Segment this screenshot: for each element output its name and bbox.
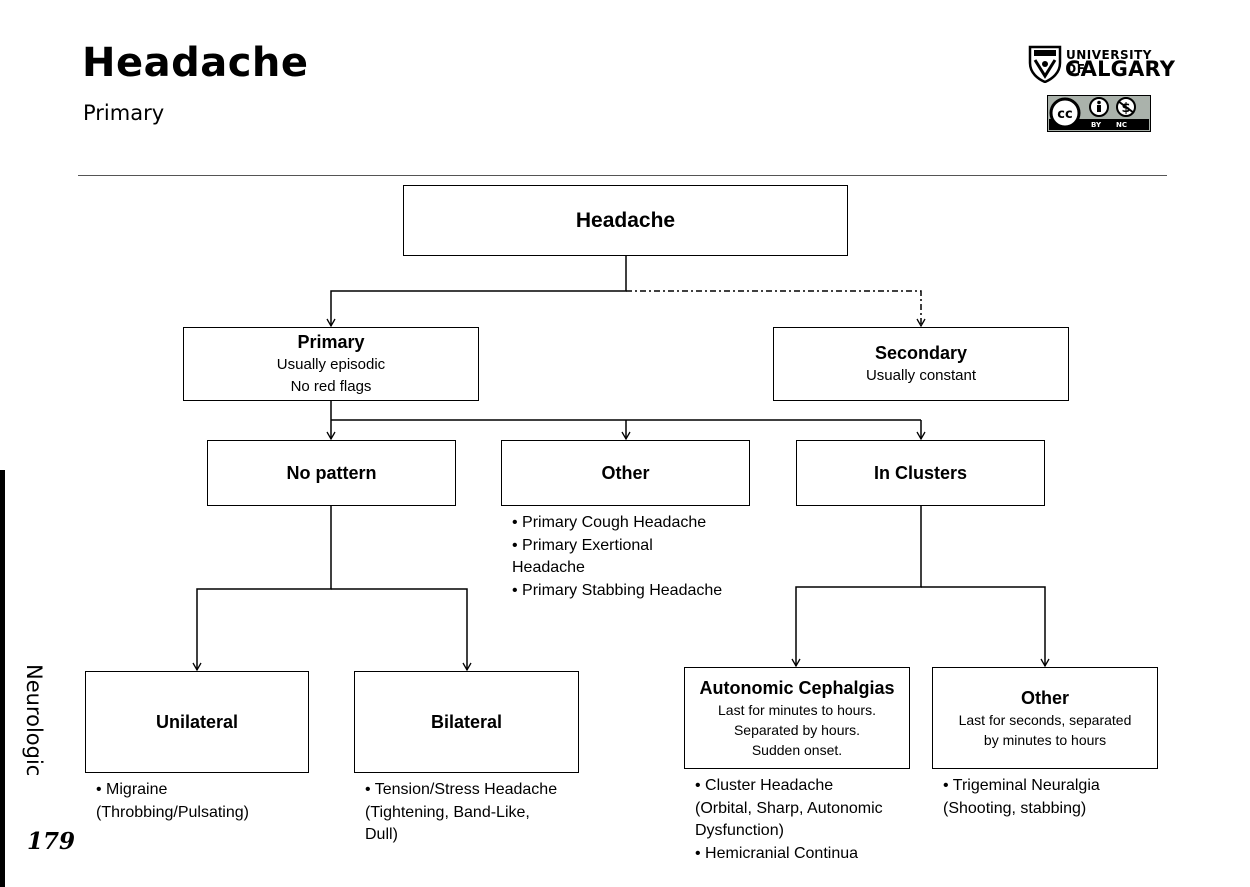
node-headache: Headache [403,185,848,256]
logo-text-line1: UNIVERSITY OF [1066,48,1152,76]
list-item: • Primary Exertional [512,536,653,554]
node-bilateral: Bilateral [354,671,579,773]
list-item: • Tension/Stress Headache [365,781,558,798]
list-item: (Shooting, stabbing) [943,799,1087,817]
license-nc-label: NC [1116,121,1128,129]
node-headache-title: Headache [575,208,676,232]
header-divider [78,175,1167,176]
cc-license-badge: cc $ [1047,95,1151,132]
list-item: • Primary Stabbing Headache [512,581,723,599]
edge-clusters-other [921,586,1050,668]
node-unilateral-title: Unilateral [155,712,239,732]
autonomic-list: • Cluster Headache (Orbital, Sharp, Auto… [695,775,920,865]
list-item: • Migraine [96,781,168,798]
edge-clusters-autonomic [791,506,922,668]
list-item: (Orbital, Sharp, Autonomic [695,799,883,817]
list-item: Dull) [365,826,398,843]
sidebar-accent-bar [0,470,5,887]
node-secondary-title: Secondary [874,343,968,363]
node-other-right: Other Last for seconds, separated by min… [932,667,1158,769]
node-primary: Primary Usually episodic No red flags [183,327,479,401]
page-subtitle: Primary [83,101,165,125]
node-secondary: Secondary Usually constant [773,327,1069,401]
node-in-clusters-title: In Clusters [873,463,968,483]
node-autonomic-line: Sudden onset. [751,742,843,758]
other-mid-list: • Primary Cough Headache • Primary Exert… [512,512,752,602]
node-autonomic-line: Last for minutes to hours. [718,702,876,718]
node-primary-line: No red flags [290,378,372,395]
node-autonomic-cephalgias: Autonomic Cephalgias Last for minutes to… [684,667,910,769]
node-autonomic-line: Separated by hours. [733,722,861,738]
node-autonomic-title: Autonomic Cephalgias [699,678,895,698]
list-item: (Throbbing/Pulsating) [96,803,249,821]
list-item: • Hemicranial Continua [695,844,859,862]
unilateral-list: • Migraine (Throbbing/Pulsating) [96,779,316,824]
edge-nopattern-bilateral [331,588,472,672]
list-item: Headache [512,559,585,576]
logo-text-line2: CALGARY [1065,57,1176,81]
list-item: • Primary Cough Headache [512,514,707,531]
node-unilateral: Unilateral [85,671,309,773]
bilateral-list: • Tension/Stress Headache (Tightening, B… [365,779,585,847]
node-other-right-line: by minutes to hours [983,732,1107,748]
cc-license-labels: BY NC [1091,121,1142,129]
node-other-right-title: Other [1020,688,1069,708]
node-no-pattern-title: No pattern [286,463,377,483]
node-secondary-line: Usually constant [865,367,977,384]
page-title: Headache [82,40,309,86]
node-other-mid-title: Other [601,463,650,483]
section-label: Neurologic [22,664,46,777]
list-item: • Trigeminal Neuralgia [943,777,1100,794]
university-logo: UNIVERSITY OF CALGARY [1028,45,1175,85]
list-item: (Tightening, Band-Like, [365,803,530,821]
svg-text:cc: cc [1057,107,1072,122]
crest-icon [1028,45,1062,83]
list-item: Dysfunction) [695,822,784,839]
list-item: • Cluster Headache [695,777,834,794]
page-number: 179 [27,828,76,855]
license-by-label: BY [1091,121,1102,129]
edge-root-secondary [626,290,926,328]
svg-text:$: $ [1121,101,1130,116]
edge-root-primary [326,255,627,328]
edge-nopattern-unilateral [192,506,332,672]
node-in-clusters: In Clusters [796,440,1045,506]
node-primary-title: Primary [297,332,365,352]
node-bilateral-title: Bilateral [430,712,503,732]
node-no-pattern: No pattern [207,440,456,506]
node-other-mid: Other [501,440,750,506]
other-right-list: • Trigeminal Neuralgia (Shooting, stabbi… [943,775,1163,820]
node-other-right-line: Last for seconds, separated [958,712,1132,728]
node-primary-line: Usually episodic [276,356,386,373]
